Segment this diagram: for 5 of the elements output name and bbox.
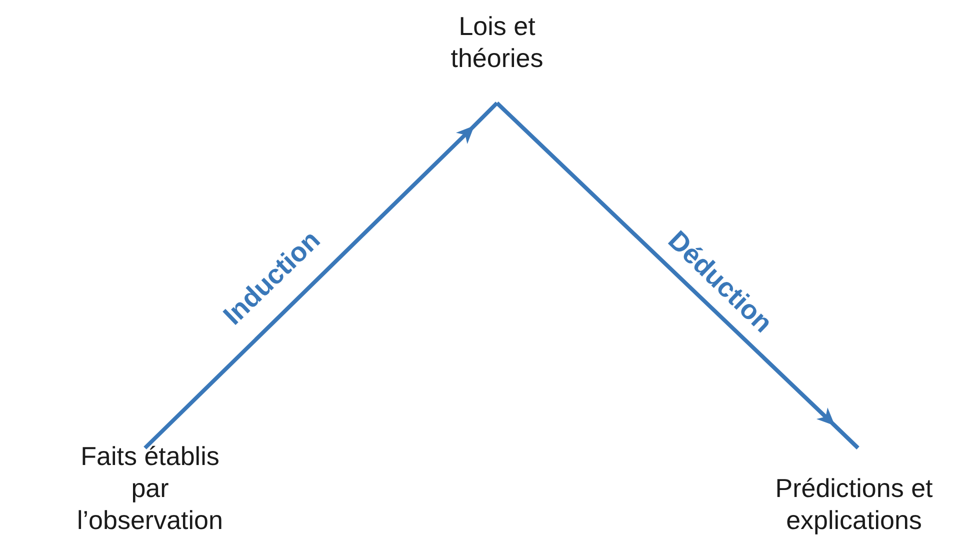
- arrow: [496, 102, 860, 450]
- arrow: [144, 102, 498, 450]
- node-text: Prédictions et explications: [774, 472, 934, 536]
- node-text: Lois et théories: [450, 10, 544, 74]
- node-text: Faits établis par l’observation: [76, 440, 224, 536]
